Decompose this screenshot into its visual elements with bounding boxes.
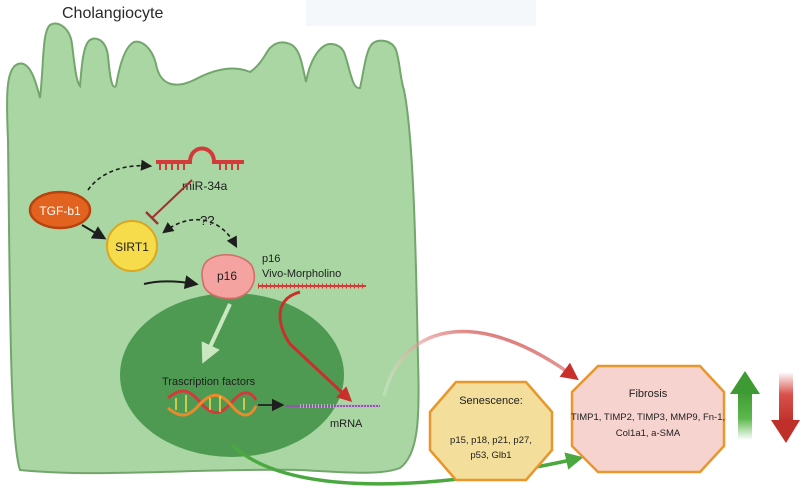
senescence-line1: p15, p18, p21, p27, [450,435,532,446]
sirt1-node [106,220,158,272]
mir34a-label: miR-34a [182,179,228,193]
p16-to-nucleus-arrow [201,303,232,364]
fibrosis-title: Fibrosis [629,388,668,400]
morpholino-label-line2: Vivo-Morpholino [262,268,341,280]
morpholino-to-mrna-arrow [278,290,353,403]
sirt1-to-p16-arrow [143,275,199,290]
tgf-b1-node [28,190,92,230]
figure-title: Cholangiocyte [62,5,164,22]
down-arrow-icon [771,372,800,443]
transcription-factors-label: Trascription factors [162,376,256,388]
tgf-to-sirt1-arrow [81,224,107,240]
fibrosis-line2: Col1a1, a-SMA [616,428,681,439]
unknown-link-label: ?? [200,213,214,228]
morpholino-label-line1: p16 [262,253,280,265]
header-band [306,0,536,26]
sirt1-p16-uncertain-arrow [162,218,238,248]
tgf-b1-label: TGF-b1 [39,204,81,218]
up-arrow-icon [730,371,760,440]
mrna-to-fibrosis-arrow [382,329,579,397]
p16-label: p16 [217,269,237,283]
fibrosis-box [570,364,726,474]
tgf-to-mir-arrow [87,159,153,191]
dna-helix-icon [167,389,258,417]
senescence-box [428,380,554,482]
p16-node [201,254,256,300]
senescence-title: Senescence: [459,395,523,407]
sirt1-label: SIRT1 [115,240,149,254]
fibrosis-line1: TIMP1, TIMP2, TIMP3, MMP9, Fn-1, [571,412,725,423]
nucleus [120,293,344,457]
mrna-label: mRNA [330,418,363,430]
senescence-line2: p53, Glb1 [470,450,511,461]
mir34a-hairpin-icon [156,146,244,170]
mir-inhibits-sirt1 [145,179,193,225]
